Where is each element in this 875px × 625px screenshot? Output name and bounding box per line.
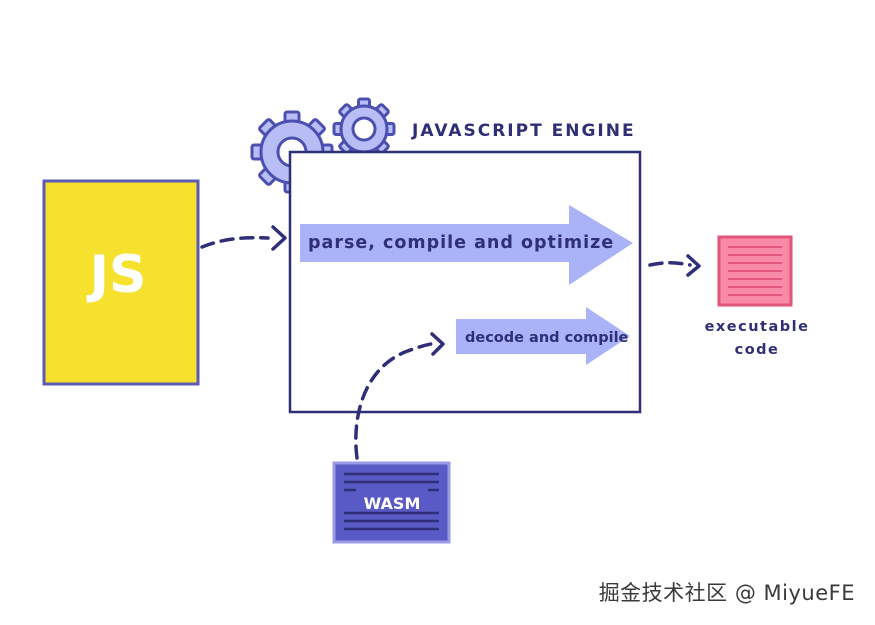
wasm-file-icon: WASM bbox=[332, 461, 451, 544]
executable-label-line1: executable bbox=[705, 319, 810, 335]
js-file-icon: JS bbox=[42, 179, 200, 386]
js-label: JS bbox=[87, 245, 147, 305]
parse-compile-optimize-arrow bbox=[300, 205, 633, 285]
wasm-label: WASM bbox=[364, 494, 421, 513]
parse-compile-optimize-label: parse, compile and optimize bbox=[308, 233, 614, 253]
decode-compile-arrow bbox=[456, 307, 630, 365]
executable-code-icon bbox=[717, 235, 793, 307]
watermark: 掘金技术社区 @ MiyueFE bbox=[598, 581, 855, 605]
decode-compile-label: decode and compile bbox=[465, 330, 629, 346]
js-to-engine-connector bbox=[200, 225, 287, 251]
wasm-to-engine-connector bbox=[354, 332, 445, 460]
engine-to-output-connector bbox=[648, 254, 701, 277]
executable-label-line2: code bbox=[735, 342, 780, 358]
small-gear-icon bbox=[332, 97, 396, 161]
engine-box bbox=[288, 150, 642, 414]
engine-title: JAVASCRIPT ENGINE bbox=[411, 121, 636, 141]
